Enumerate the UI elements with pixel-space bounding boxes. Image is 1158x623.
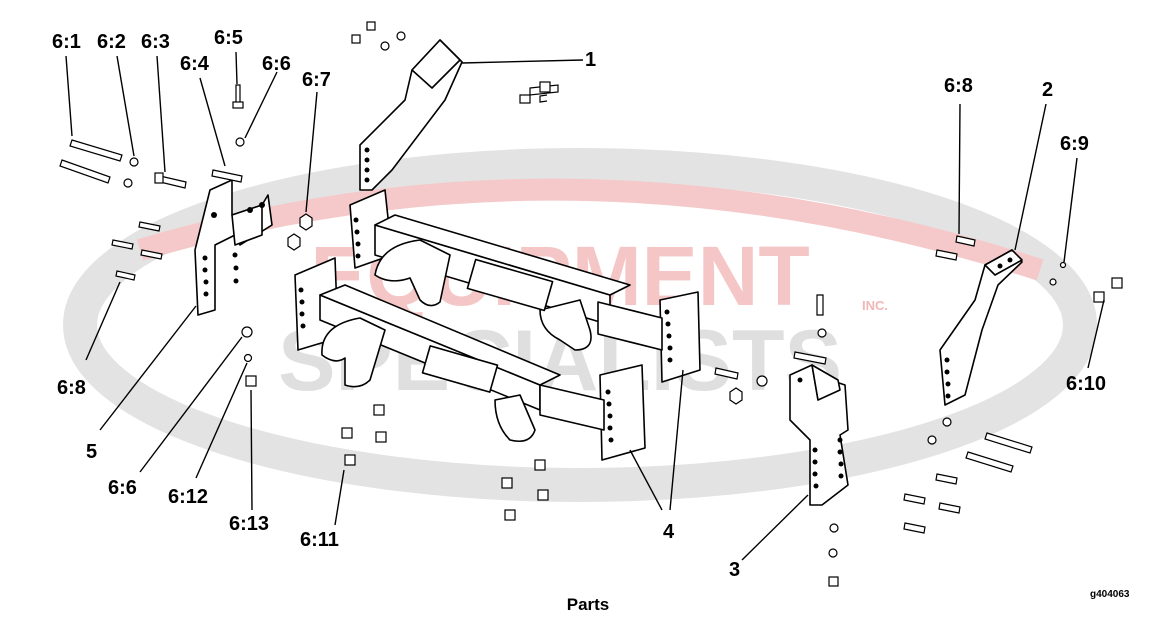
callout-6-3: 6:3 bbox=[141, 31, 170, 53]
callout-6-8-left: 6:8 bbox=[57, 377, 86, 399]
callout-6-10: 6:10 bbox=[1066, 373, 1106, 395]
figure-id: g404063 bbox=[1090, 589, 1130, 600]
callout-6-5: 6:5 bbox=[214, 27, 243, 49]
leader-lines bbox=[65, 51, 1105, 561]
callout-3: 3 bbox=[729, 559, 740, 581]
callout-1: 1 bbox=[585, 49, 596, 71]
callout-6-7: 6:7 bbox=[302, 69, 331, 91]
right-hardware bbox=[501, 235, 1123, 587]
left-hardware bbox=[59, 84, 387, 466]
callout-4: 4 bbox=[663, 521, 675, 543]
figure-caption: Parts bbox=[567, 595, 610, 614]
callout-6-6-bottom: 6:6 bbox=[108, 477, 137, 499]
callout-6-12: 6:12 bbox=[168, 486, 208, 508]
callout-6-13: 6:13 bbox=[229, 513, 269, 535]
callout-5: 5 bbox=[86, 441, 97, 463]
callout-6-8-right: 6:8 bbox=[944, 75, 973, 97]
watermark-suffix: INC. bbox=[862, 298, 888, 313]
callout-6-1: 6:1 bbox=[52, 31, 81, 53]
callout-6-2: 6:2 bbox=[97, 31, 126, 53]
callout-6-11: 6:11 bbox=[300, 529, 339, 551]
callout-6-9: 6:9 bbox=[1060, 133, 1089, 155]
callout-6-6-top: 6:6 bbox=[262, 53, 291, 75]
callout-2: 2 bbox=[1042, 79, 1053, 101]
part-4-crossbars bbox=[294, 189, 701, 461]
part-1-hardware bbox=[351, 21, 559, 104]
callouts: 6:1 6:2 6:3 6:5 6:4 6:6 6:7 6:8 5 6:6 6:… bbox=[52, 27, 1106, 581]
part-1-bracket bbox=[359, 39, 463, 191]
callout-6-4: 6:4 bbox=[180, 53, 210, 75]
part-5-bracket bbox=[194, 179, 273, 316]
part-2-bracket bbox=[939, 249, 1023, 406]
part-3-bracket bbox=[789, 364, 849, 506]
